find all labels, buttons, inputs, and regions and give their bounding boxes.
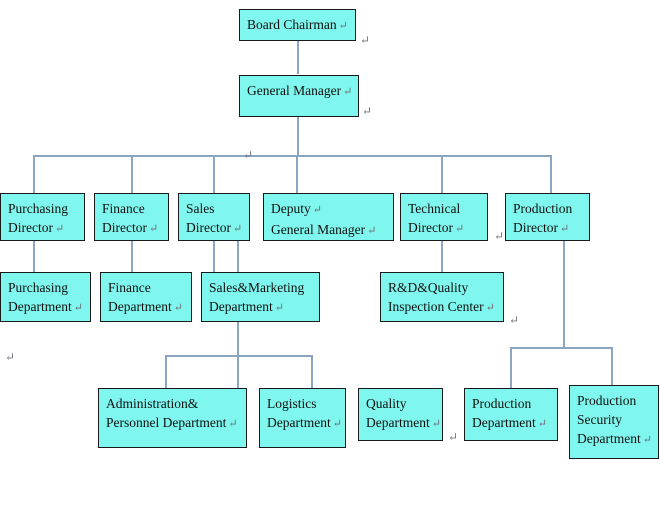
connector-drop-quality-department <box>311 355 313 388</box>
node-deputy-general-manager[interactable]: Deputy↵ General Manager↵ <box>263 193 394 241</box>
node-sales-marketing-department[interactable]: Sales&Marketing Department↵ <box>201 272 320 322</box>
node-line: Purchasing <box>8 201 68 216</box>
node-line: Production <box>472 396 532 411</box>
connector-drop-production-department <box>510 347 512 388</box>
connector-lower-left-bus <box>165 355 313 357</box>
paragraph-mark-far-left-lower: ↵ <box>5 350 16 364</box>
paragraph-mark-icon: ↵ <box>232 223 243 235</box>
paragraph-mark-icon: ↵ <box>274 302 284 314</box>
paragraph-mark-icon: ↵ <box>454 223 465 235</box>
node-board-chairman[interactable]: Board Chairman↵ <box>239 9 356 41</box>
node-finance-director[interactable]: Finance Director↵ <box>94 193 169 241</box>
node-line: Department↵ <box>209 299 284 314</box>
node-line: Department↵ <box>8 299 83 314</box>
paragraph-mark-icon: ↵ <box>332 418 342 430</box>
connector-lower-right-bus <box>510 347 613 349</box>
paragraph-mark-icon: ↵ <box>485 302 495 314</box>
paragraph-mark-right-of-general-manager: ↵ <box>362 104 373 118</box>
paragraph-mark-icon: ↵ <box>642 434 652 446</box>
node-production-security-department[interactable]: Production Security Department↵ <box>569 385 659 459</box>
connector-drop-production-security-department <box>611 347 613 385</box>
node-line: Finance <box>102 201 145 216</box>
connector-drop-purchasing-director <box>33 155 35 193</box>
node-quality-department[interactable]: Quality Department↵ <box>358 388 443 441</box>
node-line: Director↵ <box>408 220 465 235</box>
node-line: Technical <box>408 201 461 216</box>
paragraph-mark-icon: ↵ <box>54 223 65 235</box>
node-rd-quality-inspection-center[interactable]: R&D&Quality Inspection Center↵ <box>380 272 504 322</box>
paragraph-mark-icon: ↵ <box>73 302 83 314</box>
node-line: Director↵ <box>8 220 65 235</box>
connector-sales-director-to-department <box>213 241 215 272</box>
node-line: Deputy↵ <box>271 201 322 216</box>
node-line: Sales <box>186 201 215 216</box>
connector-production-director-stem <box>563 241 565 347</box>
connector-general-manager-stem <box>297 117 299 156</box>
connector-drop-deputy-general-manager <box>296 155 298 193</box>
node-line: Finance <box>108 280 151 295</box>
paragraph-mark-on-top-bus: ↵ <box>243 148 254 162</box>
connector-drop-finance-director <box>131 155 133 193</box>
connector-drop-sales-director <box>213 155 215 193</box>
node-production-director[interactable]: Production Director↵ <box>505 193 590 241</box>
node-line: Department↵ <box>366 415 441 430</box>
connector-top-bus <box>33 155 551 157</box>
paragraph-mark-icon: ↵ <box>537 418 547 430</box>
node-line: Board Chairman↵ <box>247 17 348 32</box>
node-line: Department↵ <box>108 299 183 314</box>
paragraph-mark-icon: ↵ <box>338 20 348 32</box>
node-technical-director[interactable]: Technical Director↵ <box>400 193 488 241</box>
node-purchasing-director[interactable]: Purchasing Director↵ <box>0 193 85 241</box>
paragraph-mark-icon: ↵ <box>559 223 570 235</box>
connector-drop-technical-director <box>441 155 443 193</box>
node-line: Sales&Marketing <box>209 280 305 295</box>
paragraph-mark-icon: ↵ <box>312 204 322 216</box>
paragraph-mark-icon: ↵ <box>367 225 377 237</box>
node-line: Director↵ <box>186 220 243 235</box>
node-line: General Manager↵ <box>271 222 377 237</box>
connector-finance-director-to-department <box>131 241 133 272</box>
node-line: General Manager↵ <box>247 83 353 98</box>
node-line: R&D&Quality <box>388 280 469 295</box>
connector-technical-director-to-rd-center <box>441 241 443 272</box>
node-line: Administration& <box>106 396 199 411</box>
node-general-manager[interactable]: General Manager↵ <box>239 75 359 117</box>
node-line: Inspection Center↵ <box>388 299 495 314</box>
node-line: Logistics <box>267 396 317 411</box>
connector-purchasing-director-to-department <box>33 241 35 272</box>
paragraph-mark-right-of-chairman: ↵ <box>360 33 371 47</box>
node-line: Security <box>577 412 622 427</box>
connector-chairman-to-general-manager <box>297 41 299 74</box>
node-purchasing-department[interactable]: Purchasing Department↵ <box>0 272 91 322</box>
paragraph-mark-icon: ↵ <box>431 418 441 430</box>
paragraph-mark-icon: ↵ <box>228 418 238 430</box>
paragraph-mark-icon: ↵ <box>173 302 183 314</box>
node-production-department[interactable]: Production Department↵ <box>464 388 558 441</box>
paragraph-mark-left-of-production-director: ↵ <box>494 229 505 243</box>
node-administration-personnel-department[interactable]: Administration& Personnel Department↵ <box>98 388 247 448</box>
node-line: Director↵ <box>513 220 570 235</box>
node-sales-director[interactable]: Sales Director↵ <box>178 193 250 241</box>
node-finance-department[interactable]: Finance Department↵ <box>100 272 192 322</box>
node-line: Personnel Department↵ <box>106 415 238 430</box>
node-line: Director↵ <box>102 220 159 235</box>
paragraph-mark-right-of-rd-center: ↵ <box>509 313 520 327</box>
node-line: Purchasing <box>8 280 68 295</box>
connector-drop-administration-personnel-department <box>165 355 167 388</box>
node-logistics-department[interactable]: Logistics Department↵ <box>259 388 346 448</box>
connector-drop-production-director <box>550 155 552 193</box>
connector-drop-logistics-department <box>237 355 239 388</box>
node-line: Production <box>513 201 573 216</box>
node-line: Department↵ <box>472 415 547 430</box>
paragraph-mark-icon: ↵ <box>343 86 353 98</box>
node-line: Production <box>577 393 637 408</box>
paragraph-mark-right-of-quality-department: ↵ <box>448 430 459 444</box>
node-line: Department↵ <box>577 431 652 446</box>
node-line: Department↵ <box>267 415 342 430</box>
paragraph-mark-icon: ↵ <box>148 223 159 235</box>
node-line: Quality <box>366 396 407 411</box>
